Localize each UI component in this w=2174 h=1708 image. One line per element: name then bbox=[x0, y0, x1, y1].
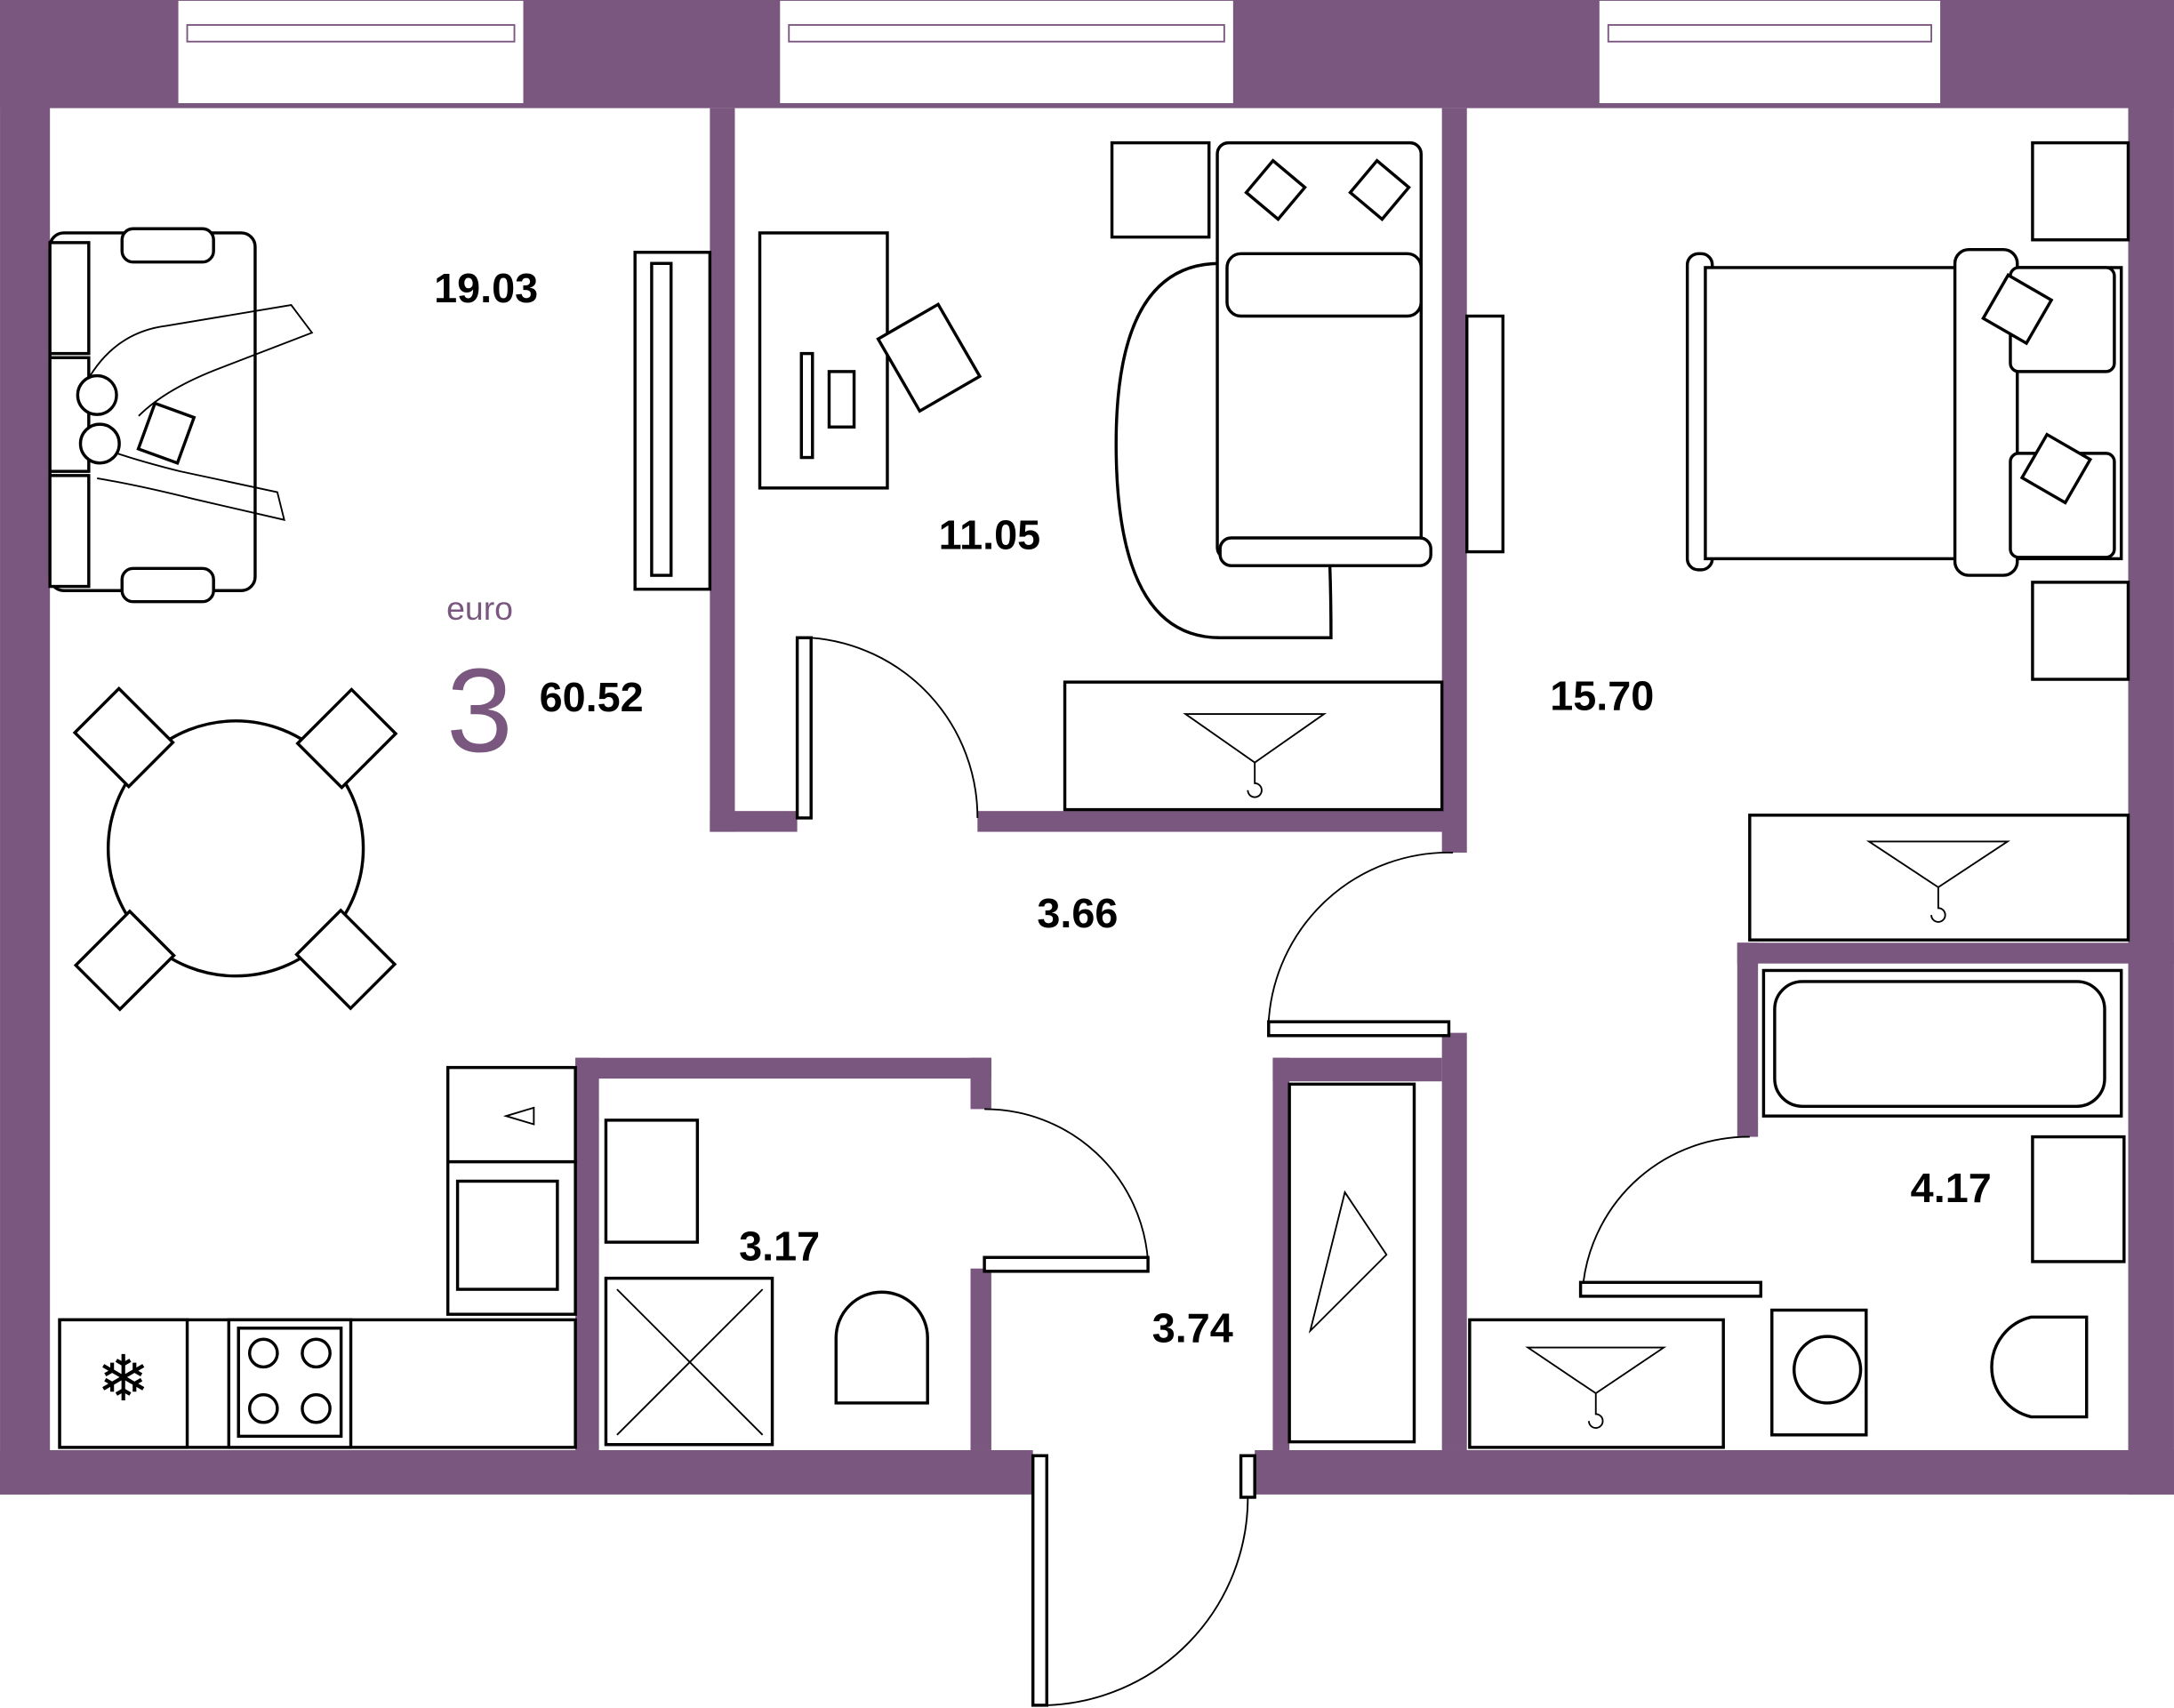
snowflake-icon: ❄ bbox=[97, 1343, 150, 1415]
tv-stand-2 bbox=[1465, 314, 1504, 554]
area-bedroom-small: 11.05 bbox=[939, 511, 1040, 557]
sink bbox=[604, 1119, 700, 1244]
people-icon bbox=[76, 304, 314, 521]
area-entrance: 3.74 bbox=[1152, 1304, 1233, 1351]
area-labels: 19.03 11.05 15.70 3.66 3.17 3.74 4.17 eu… bbox=[434, 265, 1992, 1351]
bedroom-door[interactable] bbox=[795, 636, 979, 820]
area-shower-room: 3.17 bbox=[739, 1223, 820, 1269]
rooms-count: 3 bbox=[446, 645, 513, 777]
dining-table bbox=[72, 686, 398, 1012]
shower-room-fixtures bbox=[604, 1119, 929, 1447]
doors bbox=[795, 636, 1763, 1707]
entrance-door[interactable] bbox=[1031, 1454, 1256, 1707]
bedroom-large-door[interactable] bbox=[1267, 851, 1454, 1038]
wardrobe-2 bbox=[1748, 814, 2130, 942]
tv-stand bbox=[633, 251, 712, 591]
area-living: 19.03 bbox=[434, 265, 538, 311]
bed-single bbox=[1110, 140, 1432, 639]
fridge bbox=[58, 1318, 189, 1449]
toilet bbox=[1990, 1315, 2089, 1419]
total-area: 60.52 bbox=[540, 674, 644, 720]
kitchen: ❄ bbox=[58, 1065, 577, 1449]
area-bedroom-large: 15.70 bbox=[1550, 672, 1654, 718]
bathroom-fixtures bbox=[1761, 968, 2126, 1437]
sink bbox=[2031, 1135, 2126, 1263]
bed-double bbox=[1685, 140, 2130, 681]
bathtub bbox=[1773, 980, 2106, 1108]
shower-door[interactable] bbox=[983, 1108, 1150, 1273]
bathroom-door[interactable] bbox=[1578, 1135, 1763, 1298]
wardrobe bbox=[1063, 680, 1444, 812]
windows bbox=[176, 0, 1942, 105]
hall-wardrobe bbox=[1288, 1082, 1416, 1444]
entry-wardrobe bbox=[1468, 1318, 1725, 1449]
desk bbox=[758, 231, 983, 490]
apartment-type: euro bbox=[446, 589, 513, 627]
area-hallway: 3.66 bbox=[1037, 890, 1118, 936]
toilet bbox=[834, 1290, 929, 1405]
area-bathroom: 4.17 bbox=[1911, 1165, 1992, 1211]
